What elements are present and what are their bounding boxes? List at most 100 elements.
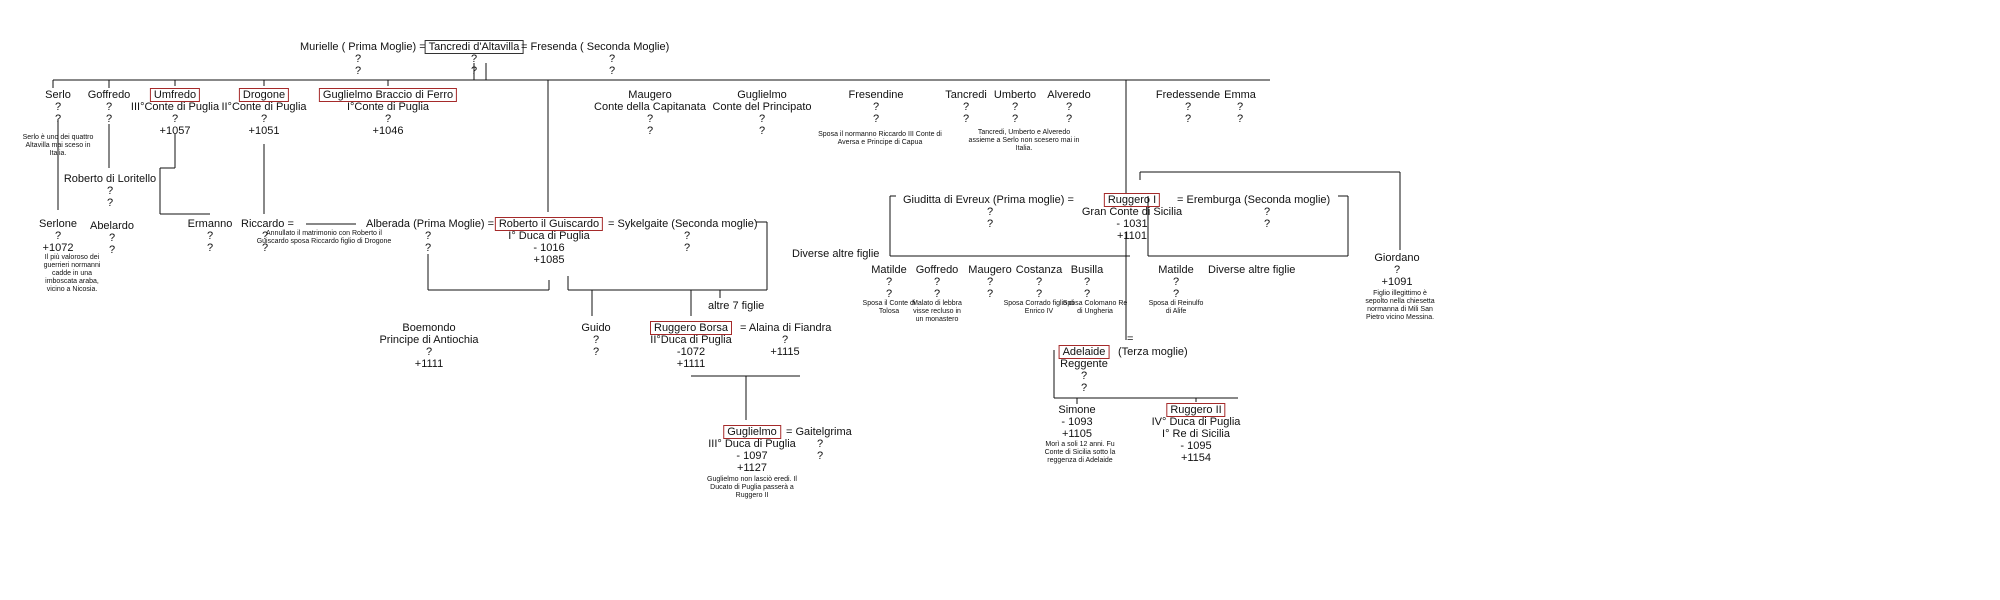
person-detail-eremburga: ? xyxy=(1263,218,1271,230)
person-name-maugero-capitanata: Maugero xyxy=(628,89,672,101)
person-detail-roberto-loritello: ? xyxy=(106,197,114,209)
person-name-diverse-altre-figlie-2: Diverse altre figlie xyxy=(1208,264,1296,276)
person-name-altre-7-figlie: altre 7 figlie xyxy=(708,300,765,312)
person-name-tancredi-figlio: Tancredi xyxy=(945,89,987,101)
person-name-eremburga: = Eremburga (Seconda moglie) xyxy=(1177,194,1331,206)
person-detail-ruggero-ii: +1154 xyxy=(1180,452,1212,464)
person-name-guglielmo-braccio: Guglielmo Braccio di Ferro xyxy=(318,88,458,102)
person-name-giuditta: Giuditta di Evreux (Prima moglie) = xyxy=(903,194,1074,206)
person-name-gaitelgrima: = Gaitelgrima xyxy=(786,426,852,438)
person-detail-tancredi: ? xyxy=(470,53,478,65)
person-name-tancredi: Tancredi d'Altavilla xyxy=(424,40,524,54)
person-detail-roberto-guiscardo: - 1016 xyxy=(533,242,565,254)
adelaide-wife-label: (Terza moglie) xyxy=(1118,346,1188,358)
person-detail-alveredo: ? xyxy=(1065,101,1073,113)
person-detail-murielle: ? xyxy=(354,65,362,77)
person-name-guglielmo-iii: Guglielmo xyxy=(723,425,781,439)
person-name-alberada: Alberada (Prima Moglie) = xyxy=(366,218,495,230)
person-name-boemondo: Boemondo xyxy=(402,322,456,334)
person-detail-adelaide: Reggente xyxy=(1060,358,1108,370)
person-detail-riccardo: ? xyxy=(261,230,269,242)
person-detail-abelardo: ? xyxy=(108,232,116,244)
person-detail-alaina: ? xyxy=(781,334,789,346)
person-detail-ermanno: ? xyxy=(206,242,214,254)
person-detail-ruggero-ii: IV° Duca di Puglia xyxy=(1151,416,1241,428)
person-detail-maugero-2: ? xyxy=(986,288,994,300)
person-detail-guglielmo-braccio: +1046 xyxy=(372,125,404,137)
note-goffredo-2: Malato di lebbra visse recluso in un mon… xyxy=(912,300,962,323)
note-giordano: Figlio illegittimo è sepolto nella chies… xyxy=(1365,290,1435,321)
person-detail-serlo: ? xyxy=(54,113,62,125)
person-detail-costanza: ? xyxy=(1035,276,1043,288)
person-name-drogone: Drogone xyxy=(238,88,290,102)
person-detail-ruggero-ii: - 1095 xyxy=(1180,440,1212,452)
person-name-matilde-2: Matilde xyxy=(1158,264,1194,276)
person-detail-fresendine: ? xyxy=(872,101,880,113)
person-detail-umfredo: III°Conte di Puglia xyxy=(130,101,220,113)
person-detail-maugero-2: ? xyxy=(986,276,994,288)
person-detail-ruggero-i: +1101 xyxy=(1116,230,1148,242)
person-name-ruggero-borsa: Ruggero Borsa xyxy=(650,321,732,335)
person-name-emma: Emma xyxy=(1224,89,1256,101)
person-name-fresenda: = Fresenda ( Seconda Moglie) xyxy=(521,41,670,53)
person-detail-goffredo-2: ? xyxy=(933,288,941,300)
person-detail-goffredo-2: ? xyxy=(933,276,941,288)
person-detail-umfredo: ? xyxy=(171,113,179,125)
person-detail-ruggero-borsa: +1111 xyxy=(676,358,706,370)
person-detail-matilde-1: ? xyxy=(885,276,893,288)
person-detail-goffredo: ? xyxy=(105,113,113,125)
person-detail-umfredo: +1057 xyxy=(159,125,191,137)
note-tancredi: Tancredi, Umberto e Alveredo assieme a S… xyxy=(968,129,1080,152)
person-name-diverse-altre-figlie-1: Diverse altre figlie xyxy=(792,248,880,260)
person-detail-guglielmo-principato: Conte del Principato xyxy=(712,101,812,113)
person-detail-alberada: ? xyxy=(424,230,432,242)
person-detail-roberto-guiscardo: I° Duca di Puglia xyxy=(508,230,590,242)
person-detail-gaitelgrima: ? xyxy=(816,450,824,462)
person-detail-emma: ? xyxy=(1236,113,1244,125)
person-detail-guglielmo-principato: ? xyxy=(758,125,766,137)
person-name-roberto-guiscardo: Roberto il Guiscardo xyxy=(494,217,604,231)
person-detail-alveredo: ? xyxy=(1065,113,1073,125)
person-name-ermanno: Ermanno xyxy=(187,218,233,230)
person-name-riccardo: Riccardo = xyxy=(241,218,294,230)
person-detail-guido: ? xyxy=(592,334,600,346)
person-detail-goffredo: ? xyxy=(105,101,113,113)
person-detail-simone: - 1093 xyxy=(1061,416,1093,428)
person-detail-alaina: +1115 xyxy=(770,346,800,358)
note-fresendine: Sposa il normanno Riccardo III Conte di … xyxy=(818,131,942,146)
person-detail-costanza: ? xyxy=(1035,288,1043,300)
person-detail-fresenda: ? xyxy=(608,65,616,77)
person-name-roberto-loritello: Roberto di Loritello xyxy=(63,173,157,185)
person-detail-giordano: +1091 xyxy=(1381,276,1413,288)
person-name-ruggero-ii: Ruggero II xyxy=(1166,403,1226,417)
person-detail-serlone: ? xyxy=(54,230,62,242)
note-annullato: Annullato il matrimonio con Roberto il G… xyxy=(256,230,392,245)
person-detail-guglielmo-braccio: ? xyxy=(384,113,392,125)
person-detail-boemondo: Principe di Antiochia xyxy=(379,334,479,346)
person-detail-alberada: ? xyxy=(424,242,432,254)
person-detail-matilde-2: ? xyxy=(1172,276,1180,288)
person-detail-fresenda: ? xyxy=(608,53,616,65)
person-detail-ruggero-borsa: II°Duca di Puglia xyxy=(650,334,732,346)
person-detail-adelaide: ? xyxy=(1080,382,1088,394)
person-name-abelardo: Abelardo xyxy=(89,220,135,232)
person-detail-fresendine: ? xyxy=(872,113,880,125)
note-guglielmo-iii: Guglielmo non lasciò eredi. Il Ducato di… xyxy=(707,476,797,499)
person-detail-tancredi-figlio: ? xyxy=(962,101,970,113)
person-name-giordano: Giordano xyxy=(1374,252,1420,264)
person-detail-drogone: +1051 xyxy=(248,125,280,137)
person-detail-giuditta: ? xyxy=(986,206,994,218)
person-detail-drogone: II°Conte di Puglia xyxy=(221,101,307,113)
person-name-costanza: Costanza xyxy=(1015,264,1063,276)
person-detail-busilla: ? xyxy=(1083,288,1091,300)
person-detail-roberto-guiscardo: +1085 xyxy=(533,254,565,266)
person-detail-umberto: ? xyxy=(1011,113,1019,125)
person-detail-boemondo: ? xyxy=(425,346,433,358)
person-name-adelaide: Adelaide xyxy=(1058,345,1110,359)
person-name-simone: Simone xyxy=(1058,404,1096,416)
person-detail-guglielmo-principato: ? xyxy=(758,113,766,125)
person-name-alaina: = Alaina di Fiandra xyxy=(740,322,832,334)
person-detail-ruggero-ii: I° Re di Sicilia xyxy=(1162,428,1230,440)
